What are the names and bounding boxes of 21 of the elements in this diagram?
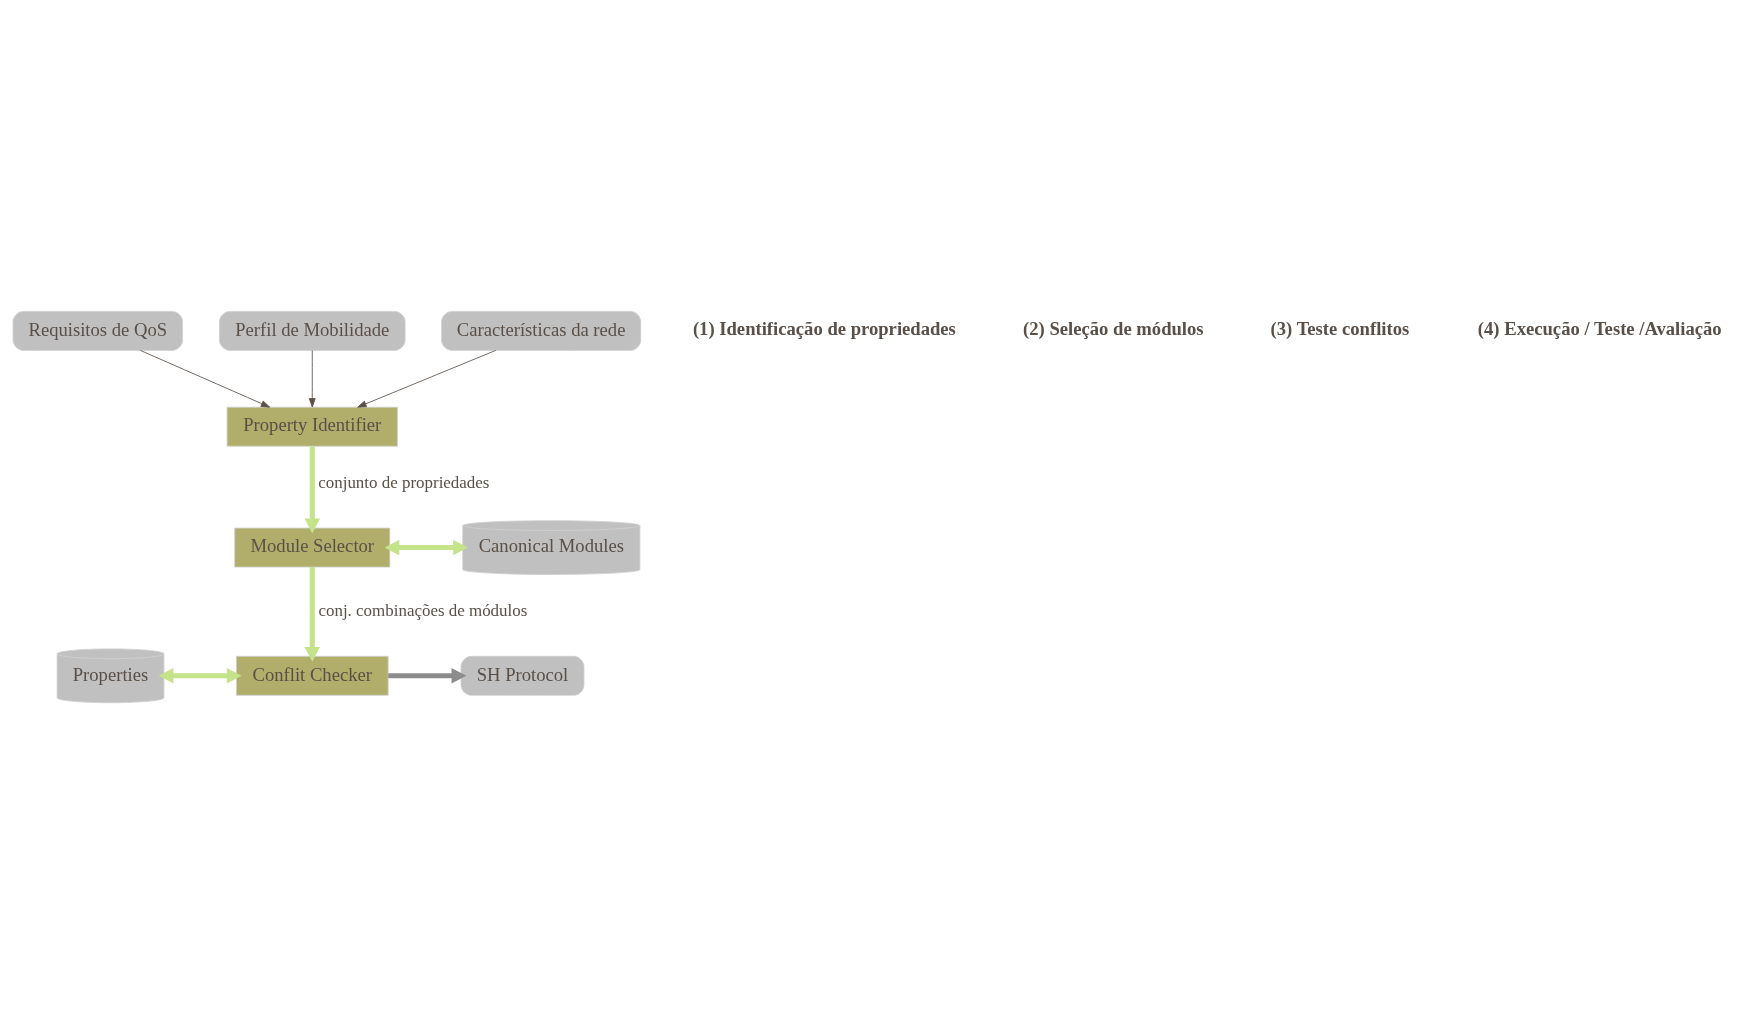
arrow bbox=[357, 350, 497, 408]
node-box: Conflit Checker bbox=[235, 655, 389, 696]
arrow bbox=[384, 539, 468, 556]
label: (3) Teste conflitos bbox=[1270, 317, 1410, 339]
label: (1) Identificação de propriedades bbox=[692, 317, 956, 339]
arrow bbox=[308, 350, 316, 408]
edge-label: conjunto de propriedades bbox=[318, 472, 490, 492]
node-box: SH Protocol bbox=[460, 655, 585, 696]
arrow bbox=[304, 567, 321, 662]
arrow bbox=[304, 446, 321, 534]
node-box: Requisitos de QoS bbox=[12, 310, 183, 351]
arrow bbox=[140, 350, 271, 408]
node-box: Perfil de Mobilidade bbox=[219, 310, 406, 351]
arrow bbox=[388, 668, 467, 684]
node-box: Property Identifier bbox=[226, 406, 398, 447]
edge-label: conj. combinações de módulos bbox=[318, 600, 528, 620]
node-box: Características da rede bbox=[441, 310, 642, 351]
label: (4) Execução / Teste /Avaliação bbox=[1477, 317, 1722, 339]
label: (2) Seleção de módulos bbox=[1023, 317, 1204, 339]
arrow bbox=[158, 668, 242, 684]
node-box: Module Selector bbox=[234, 527, 391, 568]
